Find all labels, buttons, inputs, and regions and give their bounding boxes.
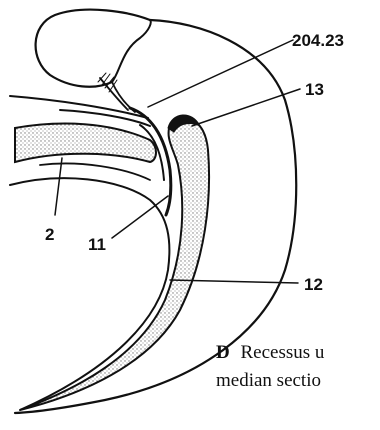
label-2: 2 <box>45 225 54 244</box>
upper-left-line <box>10 96 148 118</box>
leader-2 <box>55 158 62 215</box>
leader-13 <box>192 89 300 126</box>
curved-stippled-structure <box>20 119 209 410</box>
caption-line-2: median sectio <box>216 370 321 391</box>
label-13: 13 <box>305 80 324 99</box>
stalk-striations <box>98 73 117 92</box>
label-11: 11 <box>88 235 106 254</box>
upper-lobe <box>36 10 150 87</box>
label-204-23: 204.23 <box>292 31 344 50</box>
label-12: 12 <box>304 275 323 294</box>
leader-11 <box>112 196 168 238</box>
caption-letter: D <box>216 342 230 363</box>
lobe-notch <box>112 20 151 82</box>
caption-text-1: Recessus u <box>240 342 324 363</box>
stippled-band <box>15 124 156 162</box>
caption-line-1: D Recessus u <box>216 342 325 363</box>
